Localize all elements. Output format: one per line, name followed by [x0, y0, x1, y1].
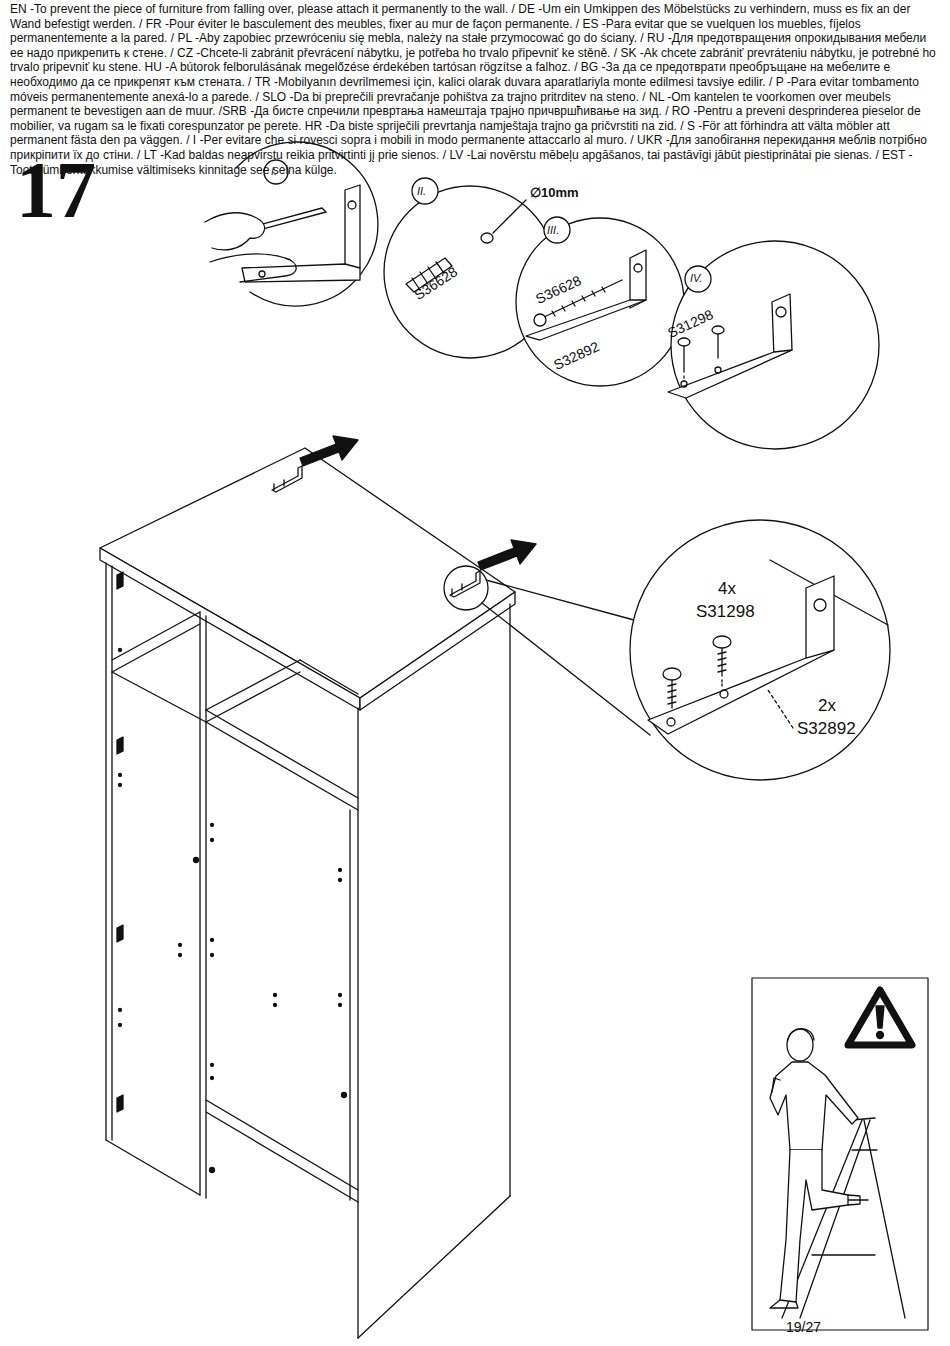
guide-line: [721, 680, 722, 688]
warning-mark: [877, 1032, 884, 1039]
bracket-hole: [720, 690, 728, 698]
bracket: [772, 294, 792, 358]
step-circle: [685, 266, 711, 292]
wardrobe: [100, 448, 515, 1338]
detail-circle: [516, 218, 684, 386]
screw: [683, 346, 684, 372]
bracket-hole: [776, 307, 786, 317]
hand: [210, 254, 296, 282]
bracket-hole: [814, 599, 826, 611]
bracket-hole: [715, 367, 721, 373]
instruction-text: EN -To prevent the piece of furniture fr…: [10, 2, 940, 177]
page-number: 19/27: [786, 1320, 821, 1335]
part-number: S31298: [696, 603, 755, 622]
leader-line: [493, 200, 526, 233]
bracket-hole: [348, 201, 356, 209]
bracket-hole: [681, 381, 687, 387]
hand: [205, 213, 265, 250]
step-label: II.: [417, 185, 426, 197]
detail-circle: [630, 520, 890, 780]
bracket: [450, 571, 480, 597]
warning-triangle: [848, 990, 912, 1045]
bracket: [630, 250, 646, 308]
step-number: 17: [16, 146, 96, 234]
leader-line: [768, 690, 793, 728]
step-circle: [412, 178, 438, 204]
direction-arrow: [478, 540, 536, 570]
bracket: [345, 185, 360, 274]
guide-line: [683, 376, 684, 380]
screw-head: [712, 326, 724, 334]
screw: [717, 334, 718, 358]
bracket: [806, 576, 834, 662]
screw-thread: [718, 652, 726, 672]
warning-mark: [876, 1006, 884, 1028]
screw: [274, 480, 284, 490]
screw-thread: [668, 684, 676, 704]
screw: [671, 680, 672, 708]
leader-line: [486, 580, 634, 620]
detail-circle: [671, 241, 879, 449]
screw: [721, 648, 722, 676]
bracket-hole: [667, 718, 675, 726]
screw-head: [534, 314, 546, 326]
bracket: [668, 350, 792, 398]
bracket: [272, 466, 302, 492]
step-label: III.: [547, 224, 559, 236]
part-number: S32892: [797, 720, 856, 739]
quantity-label: 2x: [818, 697, 836, 716]
detail-marker: [444, 566, 488, 610]
warning-panel: [752, 978, 928, 1330]
screw: [452, 584, 462, 595]
screw-head: [663, 668, 681, 680]
step-label: IV.: [690, 272, 703, 284]
screw-head: [678, 338, 690, 346]
screw-head: [713, 636, 731, 648]
bracket-hole: [259, 271, 265, 277]
drill-hole: [481, 233, 493, 243]
bracket: [526, 300, 646, 340]
bracket-hole: [634, 264, 642, 272]
quantity-label: 4x: [718, 580, 736, 599]
direction-arrow: [300, 436, 358, 466]
step-circle: [544, 217, 570, 243]
leader-line: [482, 603, 650, 735]
dimension-label: ∅10mm: [530, 186, 579, 200]
man-on-ladder: [770, 1029, 905, 1318]
step-label: I.: [271, 165, 277, 177]
